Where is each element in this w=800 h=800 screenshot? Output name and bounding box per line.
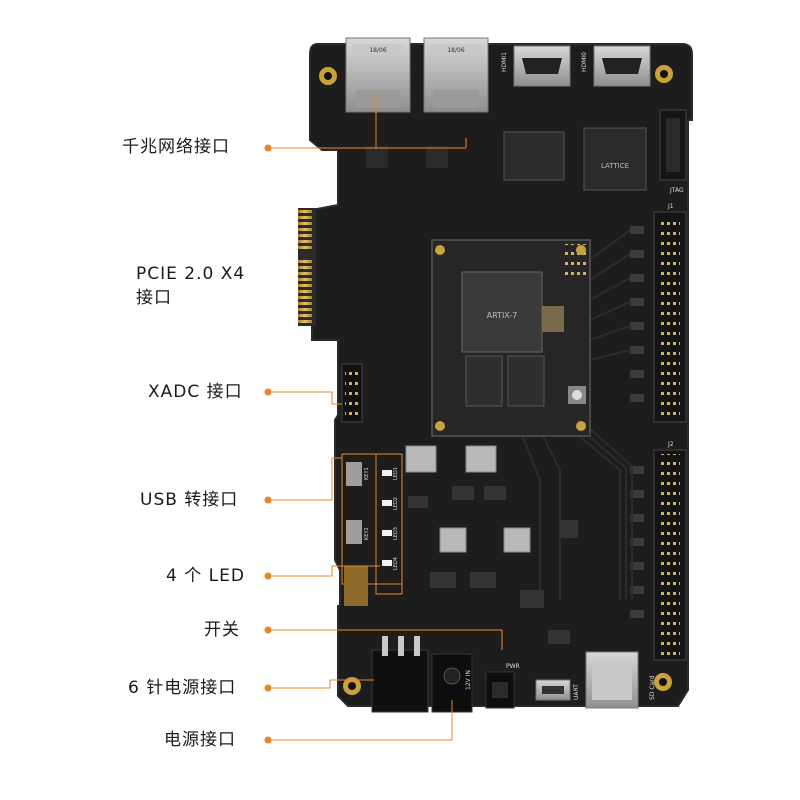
six-pin-power-connector [371, 636, 429, 713]
uart-silk: UART [573, 684, 580, 700]
sd-card-slot: SD Card [585, 651, 656, 709]
keys-and-leds: KEY1 KEY2 LED1 LED2 LED3 LED4 [341, 453, 403, 606]
rj45-jack-b: 18/06 [423, 37, 489, 113]
j1-silk: J1 [667, 203, 674, 210]
pcie-gold-fingers [298, 208, 316, 326]
key2-silk: KEY2 [364, 527, 370, 540]
led2-silk: LED2 [393, 497, 399, 510]
leader-dots [264, 144, 272, 744]
leader-led [270, 565, 380, 577]
usb-phy-chip [503, 131, 565, 181]
label-led: 4 个 LED [166, 566, 245, 586]
xadc-header [341, 363, 363, 423]
fpga-silk: ARTIX-7 [487, 311, 518, 320]
uart-usb-port: UART [535, 679, 580, 701]
j2-silk: J2 [667, 441, 674, 448]
led1-silk: LED1 [393, 467, 399, 480]
expansion-header-j1: J1 [653, 203, 687, 423]
smd-components [408, 486, 578, 644]
label-pcie: PCIE 2.0 X4 接口 [136, 262, 245, 310]
expansion-header-j2: J2 [653, 441, 687, 661]
leader-usb [270, 457, 342, 501]
jtag-silk: JTAG [669, 187, 684, 194]
leader-xadc [270, 391, 342, 405]
rj45-a-silk: 18/06 [369, 47, 386, 54]
sd-silk: SD Card [649, 675, 656, 700]
pwr-silk: PWR [506, 663, 520, 670]
resistor-arrays [630, 226, 644, 618]
mounting-holes [319, 65, 673, 695]
leader-power [270, 700, 453, 741]
rj45-jack-a: 18/06 [345, 37, 411, 113]
vin-silk: 12V IN [465, 670, 472, 690]
phy-chip-b [426, 146, 448, 168]
rj45-b-silk: 18/06 [447, 47, 464, 54]
jtag-header: JTAG [659, 109, 687, 194]
hdmi1-silk: HDMI1 [501, 52, 508, 72]
fpga-core-module: ARTIX-7 [431, 239, 591, 437]
label-pcie-line2: 接口 [136, 288, 172, 308]
phy-chip-a [366, 146, 388, 168]
cpld-silk: LATTICE [601, 162, 629, 170]
hdmi2-silk: HDMI0 [581, 52, 588, 72]
label-switch: 开关 [204, 620, 240, 640]
traces [519, 229, 633, 600]
leader-lines [270, 92, 503, 741]
hdmi-connector-1: HDMI1 [501, 45, 571, 87]
label-ethernet: 千兆网络接口 [122, 137, 230, 157]
power-switch: PWR [485, 663, 520, 709]
label-usb: USB 转接口 [140, 490, 239, 510]
label-power: 电源接口 [164, 730, 236, 750]
label-power-6pin: 6 针电源接口 [128, 678, 237, 698]
label-pcie-line1: PCIE 2.0 X4 [136, 264, 246, 284]
label-xadc: XADC 接口 [148, 382, 243, 402]
led3-silk: LED3 [393, 527, 399, 540]
led4-silk: LED4 [393, 557, 399, 570]
power-inductors [405, 445, 531, 553]
cpld-chip: LATTICE [583, 127, 647, 191]
hdmi-connector-2: HDMI0 [581, 45, 651, 87]
leader-6pin [270, 679, 374, 689]
key1-silk: KEY1 [364, 467, 370, 480]
leader-switch [270, 629, 503, 650]
